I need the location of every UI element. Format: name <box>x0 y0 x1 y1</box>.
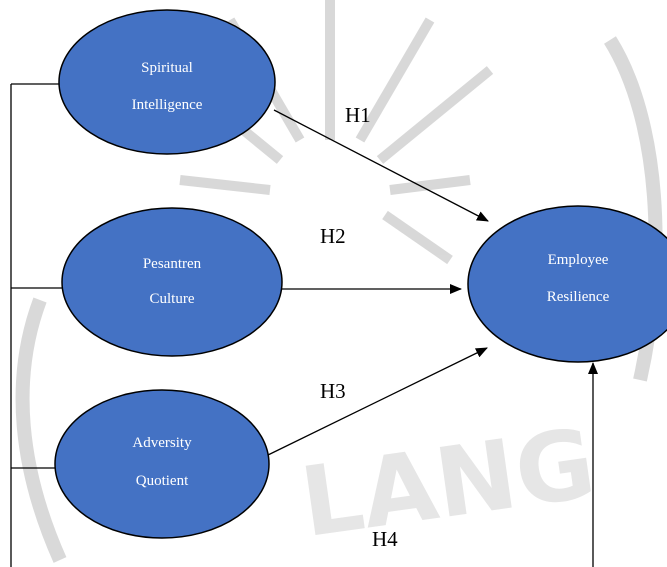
node-pesantren-culture: Pesantren Culture <box>61 207 283 357</box>
h3-label: H3 <box>320 379 346 403</box>
spiritual-intelligence-label-2: Intelligence <box>132 97 203 113</box>
pesantren-culture-label-1: Pesantren <box>143 256 202 272</box>
arrow-h1 <box>273 109 489 222</box>
employee-resilience-label-1: Employee <box>548 252 609 268</box>
arrow-h3 <box>267 347 488 456</box>
pesantren-culture-label-2: Culture <box>150 291 195 307</box>
h2-label: H2 <box>320 224 346 248</box>
employee-resilience-label-2: Resilience <box>547 289 610 305</box>
watermark-text: LANG <box>294 407 601 559</box>
adversity-quotient-label-2: Quotient <box>136 473 189 489</box>
spiritual-intelligence-label-1: Spiritual <box>141 60 193 76</box>
spiritual-intelligence-ellipse <box>58 9 276 155</box>
employee-resilience-ellipse <box>467 205 667 363</box>
node-employee-resilience: Employee Resilience <box>467 205 667 363</box>
covariance-lines <box>10 83 63 567</box>
h1-label: H1 <box>345 103 371 127</box>
pesantren-culture-ellipse <box>61 207 283 357</box>
adversity-quotient-ellipse <box>54 389 270 539</box>
watermark-arc-left <box>15 297 67 563</box>
node-adversity-quotient: Adversity Quotient <box>54 389 270 539</box>
h4-label: H4 <box>372 527 398 551</box>
adversity-quotient-label-1: Adversity <box>132 435 192 451</box>
node-spiritual-intelligence: Spiritual Intelligence <box>58 9 276 155</box>
